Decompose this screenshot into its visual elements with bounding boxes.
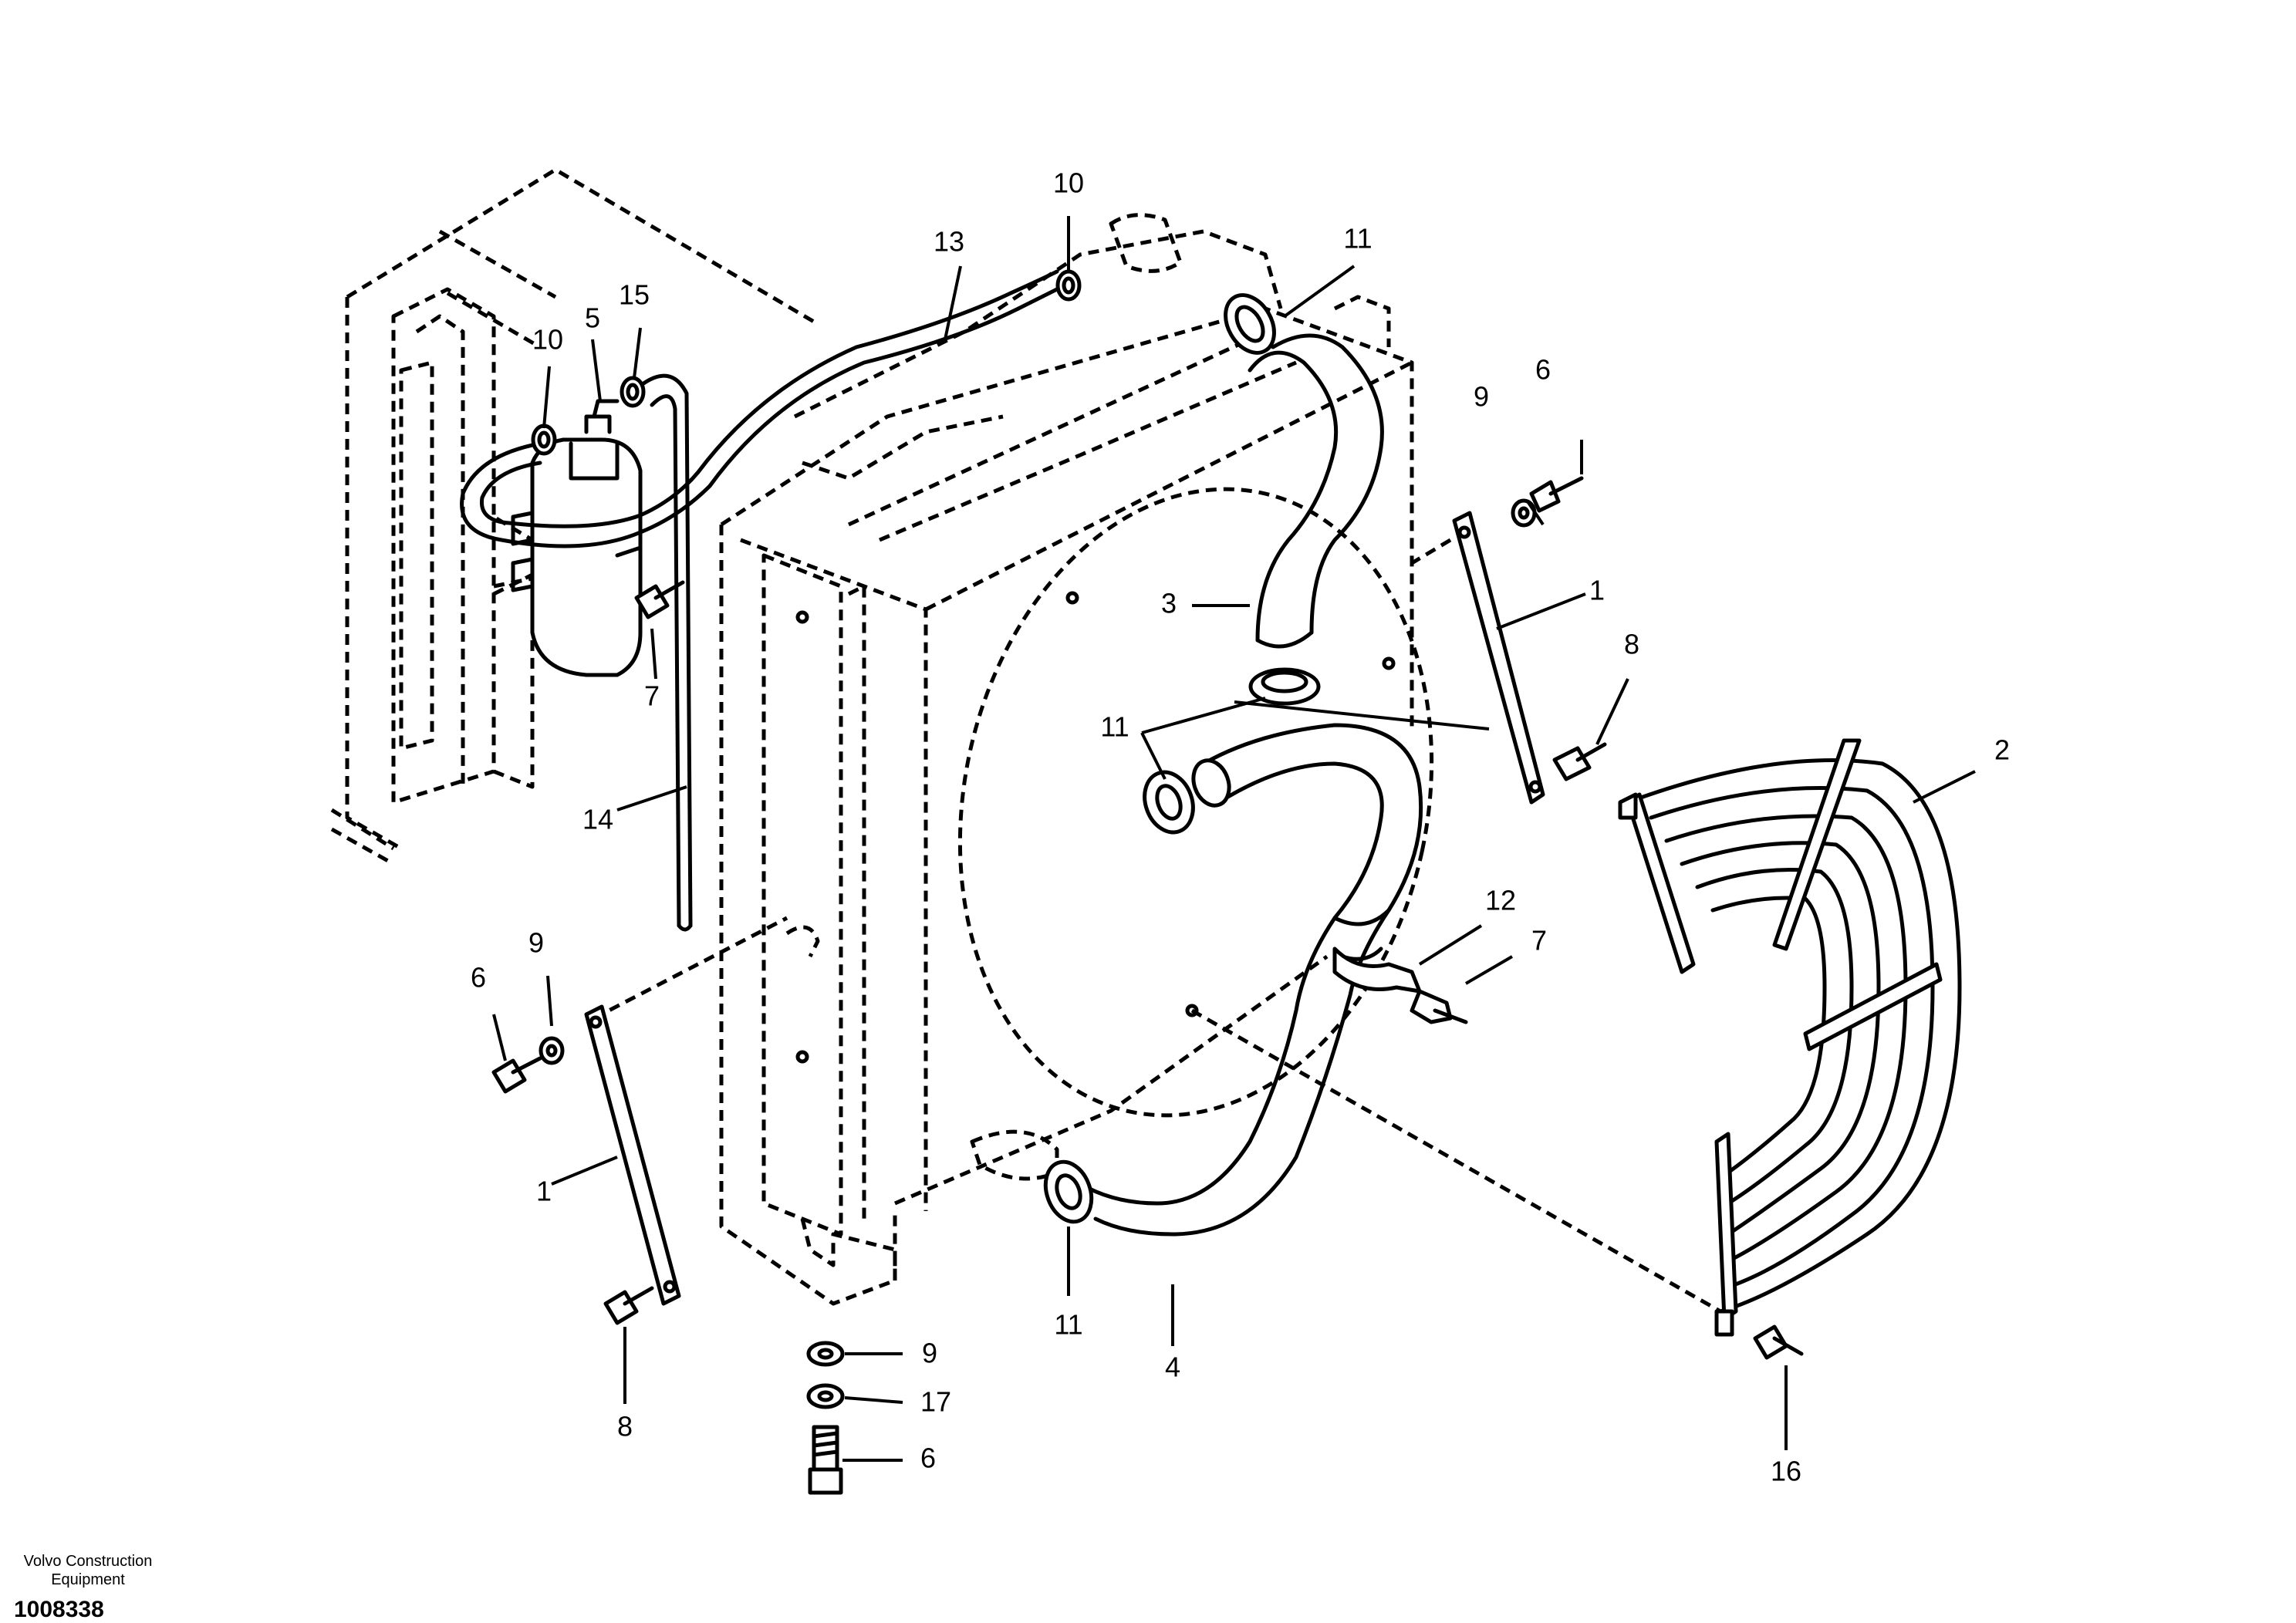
bracket-1-left xyxy=(584,1004,681,1306)
lower-hose-4 xyxy=(1086,723,1423,1237)
radiator-core xyxy=(719,213,1434,1306)
clamp-15 xyxy=(620,376,646,408)
callout-15: 15 xyxy=(619,279,650,311)
bolt-8-right xyxy=(1552,742,1607,781)
figure-number: 1008338 xyxy=(14,1597,104,1622)
clamp-10-left xyxy=(531,423,557,456)
callout-10-top: 10 xyxy=(1053,167,1084,199)
hose-clamp-12 xyxy=(1332,946,1422,994)
bolt-6-right xyxy=(1529,476,1584,513)
callout-7-left: 7 xyxy=(644,680,660,712)
callout-6-bottom: 6 xyxy=(920,1442,936,1474)
callout-8-left: 8 xyxy=(617,1411,633,1442)
upper-hose-3 xyxy=(1248,333,1384,649)
bolt-6-left xyxy=(491,1056,542,1094)
callout-leaders xyxy=(492,216,1976,1462)
company-name: Volvo Construction Equipment xyxy=(23,1553,153,1588)
callout-9-left: 9 xyxy=(528,927,544,959)
clamp-10-top xyxy=(1055,269,1082,302)
washer-9-bottom xyxy=(806,1341,845,1367)
callout-17: 17 xyxy=(920,1386,951,1418)
callout-7-right: 7 xyxy=(1531,925,1547,957)
washer-9-left xyxy=(539,1036,565,1065)
callout-5: 5 xyxy=(585,302,600,334)
callout-9-bottom: 9 xyxy=(922,1338,937,1369)
fan-guard-2 xyxy=(1618,738,1962,1337)
callout-8-right: 8 xyxy=(1624,629,1639,660)
bracket-1-right xyxy=(1452,511,1545,805)
callout-6-left: 6 xyxy=(471,962,486,994)
bolt-7-left xyxy=(634,580,685,619)
callout-6-right: 6 xyxy=(1535,354,1551,386)
hose-clamp-11-left xyxy=(1143,770,1195,835)
bolt-7-right xyxy=(1410,989,1468,1024)
lock-washer-17 xyxy=(806,1383,845,1409)
expansion-tank xyxy=(493,399,643,677)
callout-2: 2 xyxy=(1994,734,2010,766)
hose-clamp-11-bottom xyxy=(1043,1159,1094,1224)
hose-clamp-11-upper xyxy=(1224,293,1276,355)
callout-1-left: 1 xyxy=(536,1176,552,1207)
callout-11-bottom: 11 xyxy=(1054,1309,1082,1341)
callout-1-right: 1 xyxy=(1589,575,1605,606)
callout-4: 4 xyxy=(1165,1351,1180,1383)
callout-11-top: 11 xyxy=(1343,223,1372,255)
bolt-16 xyxy=(1753,1324,1804,1360)
hose-clamp-11-middle xyxy=(1248,667,1321,706)
callout-11-middle: 11 xyxy=(1100,711,1129,743)
callout-3: 3 xyxy=(1161,588,1177,619)
callout-14: 14 xyxy=(582,804,613,835)
callout-13: 13 xyxy=(934,226,964,258)
callout-10-left: 10 xyxy=(532,324,563,356)
bolt-6-bottom xyxy=(808,1425,843,1495)
bolt-8-left xyxy=(603,1286,654,1325)
callout-labels: 10 13 10 5 15 11 7 14 3 11 11 4 12 7 1 9… xyxy=(471,167,2010,1487)
hose-14 xyxy=(638,373,693,932)
callout-16: 16 xyxy=(1771,1456,1801,1487)
callout-12: 12 xyxy=(1485,885,1516,916)
callout-9-right: 9 xyxy=(1474,381,1489,413)
